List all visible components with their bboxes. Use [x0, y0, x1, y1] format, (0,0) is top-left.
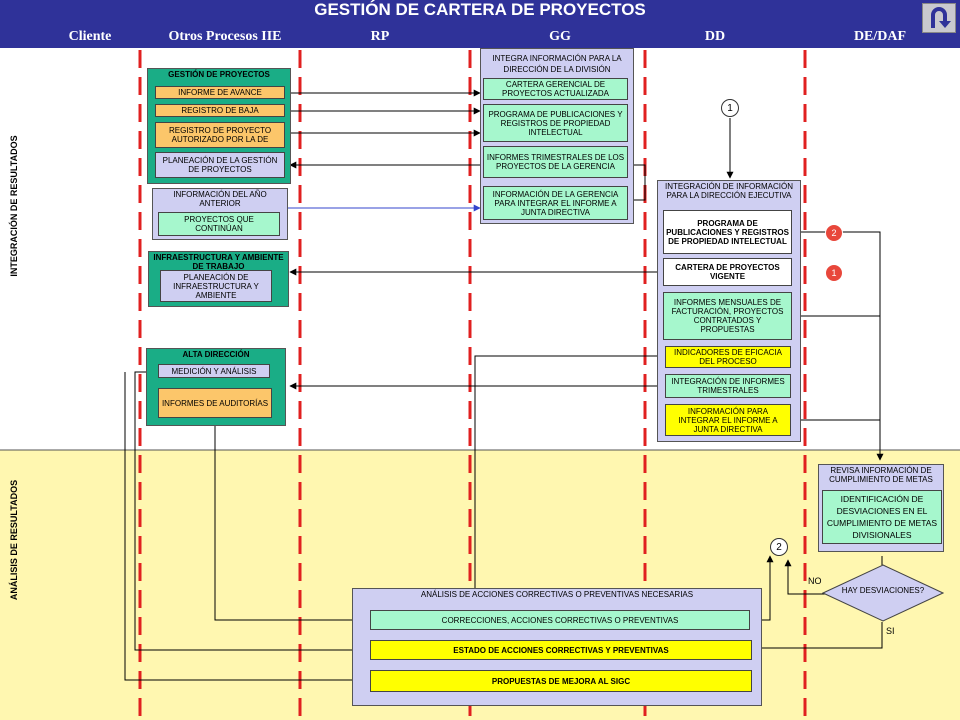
- lane-gg: GG: [549, 29, 571, 44]
- box-proyectos-continuan[interactable]: PROYECTOS QUE CONTINÚAN: [158, 212, 280, 236]
- box-cartera-gerencial[interactable]: CARTERA GERENCIAL DE PROYECTOS ACTUALIZA…: [483, 78, 628, 100]
- lane-cliente: Cliente: [68, 29, 112, 44]
- page-title: GESTIÓN DE CARTERA DE PROYECTOS: [314, 0, 646, 19]
- box-informes-mensuales[interactable]: INFORMES MENSUALES DE FACTURACIÓN, PROYE…: [663, 292, 792, 340]
- connector-1-red: 1: [825, 264, 843, 282]
- box-programa-publicaciones-gg[interactable]: PROGRAMA DE PUBLICACIONES Y REGISTROS DE…: [483, 104, 628, 142]
- box-informe-avance[interactable]: INFORME DE AVANCE: [155, 86, 285, 99]
- group-gestion-title: GESTIÓN DE PROYECTOS: [168, 70, 270, 79]
- box-integracion-trimestrales[interactable]: INTEGRACIÓN DE INFORMES TRIMESTRALES: [665, 374, 791, 398]
- box-info-gerencia-junta[interactable]: INFORMACIÓN DE LA GERENCIA PARA INTEGRAR…: [483, 186, 628, 220]
- box-propuestas-mejora[interactable]: PROPUESTAS DE MEJORA AL SIGC: [370, 670, 752, 692]
- box-informes-trimestrales-gg[interactable]: INFORMES TRIMESTRALES DE LOS PROYECTOS D…: [483, 146, 628, 178]
- u-turn-icon: [931, 7, 951, 28]
- lane-rp: RP: [370, 29, 390, 44]
- connector-2-bottom: 2: [770, 538, 788, 556]
- u-turn-button[interactable]: [922, 3, 956, 33]
- box-medicion-analisis[interactable]: MEDICIÓN Y ANÁLISIS: [158, 364, 270, 378]
- box-cartera-vigente[interactable]: CARTERA DE PROYECTOS VIGENTE: [663, 258, 792, 286]
- section-analysis: ANÁLISIS DE RESULTADOS: [9, 479, 19, 601]
- group-acciones-title: ANÁLISIS DE ACCIONES CORRECTIVAS O PREVE…: [420, 590, 694, 599]
- lane-de-daf: DE/DAF: [853, 29, 907, 44]
- box-identificacion-desviaciones[interactable]: IDENTIFICACIÓN DE DESVIACIONES EN EL CUM…: [822, 490, 942, 544]
- decision-diamond[interactable]: [822, 564, 944, 622]
- decision-yes-label: SI: [886, 626, 895, 636]
- group-dd-title: INTEGRACIÓN DE INFORMACIÓN PARA LA DIREC…: [664, 182, 793, 200]
- box-informes-auditorias[interactable]: INFORMES DE AUDITORÍAS: [158, 388, 272, 418]
- connector-2-red: 2: [825, 224, 843, 242]
- group-revisa-title: REVISA INFORMACIÓN DE CUMPLIMIENTO DE ME…: [829, 466, 933, 484]
- box-correcciones[interactable]: CORRECCIONES, ACCIONES CORRECTIVAS O PRE…: [370, 610, 750, 630]
- group-anio-title: INFORMACIÓN DEL AÑO ANTERIOR: [173, 190, 267, 208]
- decision-label: HAY DESVIACIONES?: [841, 586, 925, 595]
- box-info-junta-directiva[interactable]: INFORMACIÓN PARA INTEGRAR EL INFORME A J…: [665, 404, 791, 436]
- box-registro-proyecto[interactable]: REGISTRO DE PROYECTO AUTORIZADO POR LA D…: [155, 122, 285, 148]
- box-programa-publicaciones-dd[interactable]: PROGRAMA DE PUBLICACIONES Y REGISTROS DE…: [663, 210, 792, 254]
- group-infra-title: INFRAESTRUCTURA Y AMBIENTE DE TRABAJO: [153, 253, 284, 271]
- group-gg-title: INTEGRA INFORMACIÓN PARA LA DIRECCIÓN DE…: [492, 54, 622, 74]
- group-alta-title: ALTA DIRECCIÓN: [182, 350, 250, 359]
- section-integration: INTEGRACIÓN DE RESULTADOS: [9, 135, 19, 277]
- box-registro-baja[interactable]: REGISTRO DE BAJA: [155, 104, 285, 117]
- decision-no-label: NO: [808, 576, 822, 586]
- lane-dd: DD: [704, 29, 726, 44]
- connector-1-top: 1: [721, 99, 739, 117]
- header-bar: [0, 0, 960, 48]
- box-estado-acciones[interactable]: ESTADO DE ACCIONES CORRECTIVAS Y PREVENT…: [370, 640, 752, 660]
- box-planeacion-gestion[interactable]: PLANEACIÓN DE LA GESTIÓN DE PROYECTOS: [155, 152, 285, 178]
- lane-otros-procesos: Otros Procesos IIE: [168, 29, 282, 44]
- box-indicadores-eficacia[interactable]: INDICADORES DE EFICACIA DEL PROCESO: [665, 346, 791, 368]
- box-planeacion-infra[interactable]: PLANEACIÓN DE INFRAESTRUCTURA Y AMBIENTE: [160, 270, 272, 302]
